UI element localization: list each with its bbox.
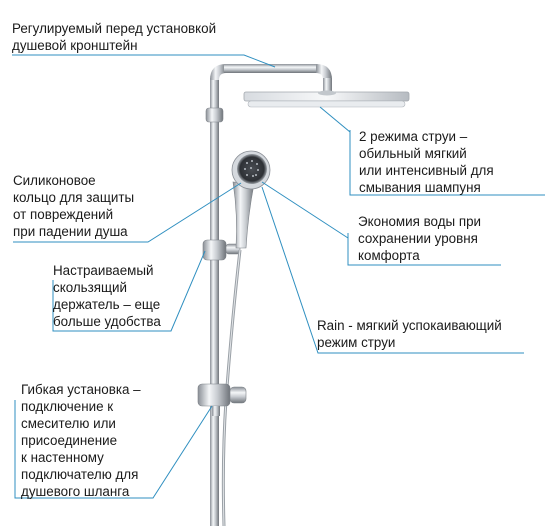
leader-silicone-ring: [13, 182, 242, 243]
hand-shower: [231, 150, 271, 249]
callout-slider: Настраиваемый скользящий держатель – еще…: [53, 263, 161, 329]
diverter-connector: [197, 383, 247, 416]
callout-silicone-ring: Силиконовое кольцо для защиты от поврежд…: [13, 173, 135, 239]
riser-pipe: [210, 110, 219, 526]
leader-bracket: [12, 54, 276, 68]
leader-rain-mode: [261, 186, 524, 354]
callout-connection: Гибкая установка – подключение к смесите…: [21, 382, 141, 499]
slider-holder: [202, 239, 241, 261]
leader-slider: [52, 250, 206, 332]
bracket-bend-right: [316, 64, 332, 80]
callout-spray-modes: 2 режима струи – обильный мягкий или инт…: [359, 129, 494, 195]
leader-connection: [14, 400, 213, 499]
leader-water-saving-link: [261, 181, 349, 239]
leader-spray-modes-link: [319, 106, 351, 133]
callout-water-saving: Экономия воды при сохранении уровня комф…: [358, 214, 482, 263]
bracket-arm: [224, 64, 318, 73]
callout-bracket: Регулируемый перед установкой душевой кр…: [12, 21, 217, 53]
rain-shower-head: [243, 90, 410, 108]
upper-riser: [210, 78, 219, 118]
leader-spray-modes: [349, 130, 545, 196]
callout-rain-mode: Rain - мягкий успокаивающий режим струи: [317, 318, 502, 350]
leader-lines: [12, 54, 545, 499]
head-drop: [323, 78, 332, 94]
leader-water-saving: [347, 233, 501, 266]
riser-joint: [205, 107, 224, 123]
bracket-bend-left: [210, 64, 226, 80]
